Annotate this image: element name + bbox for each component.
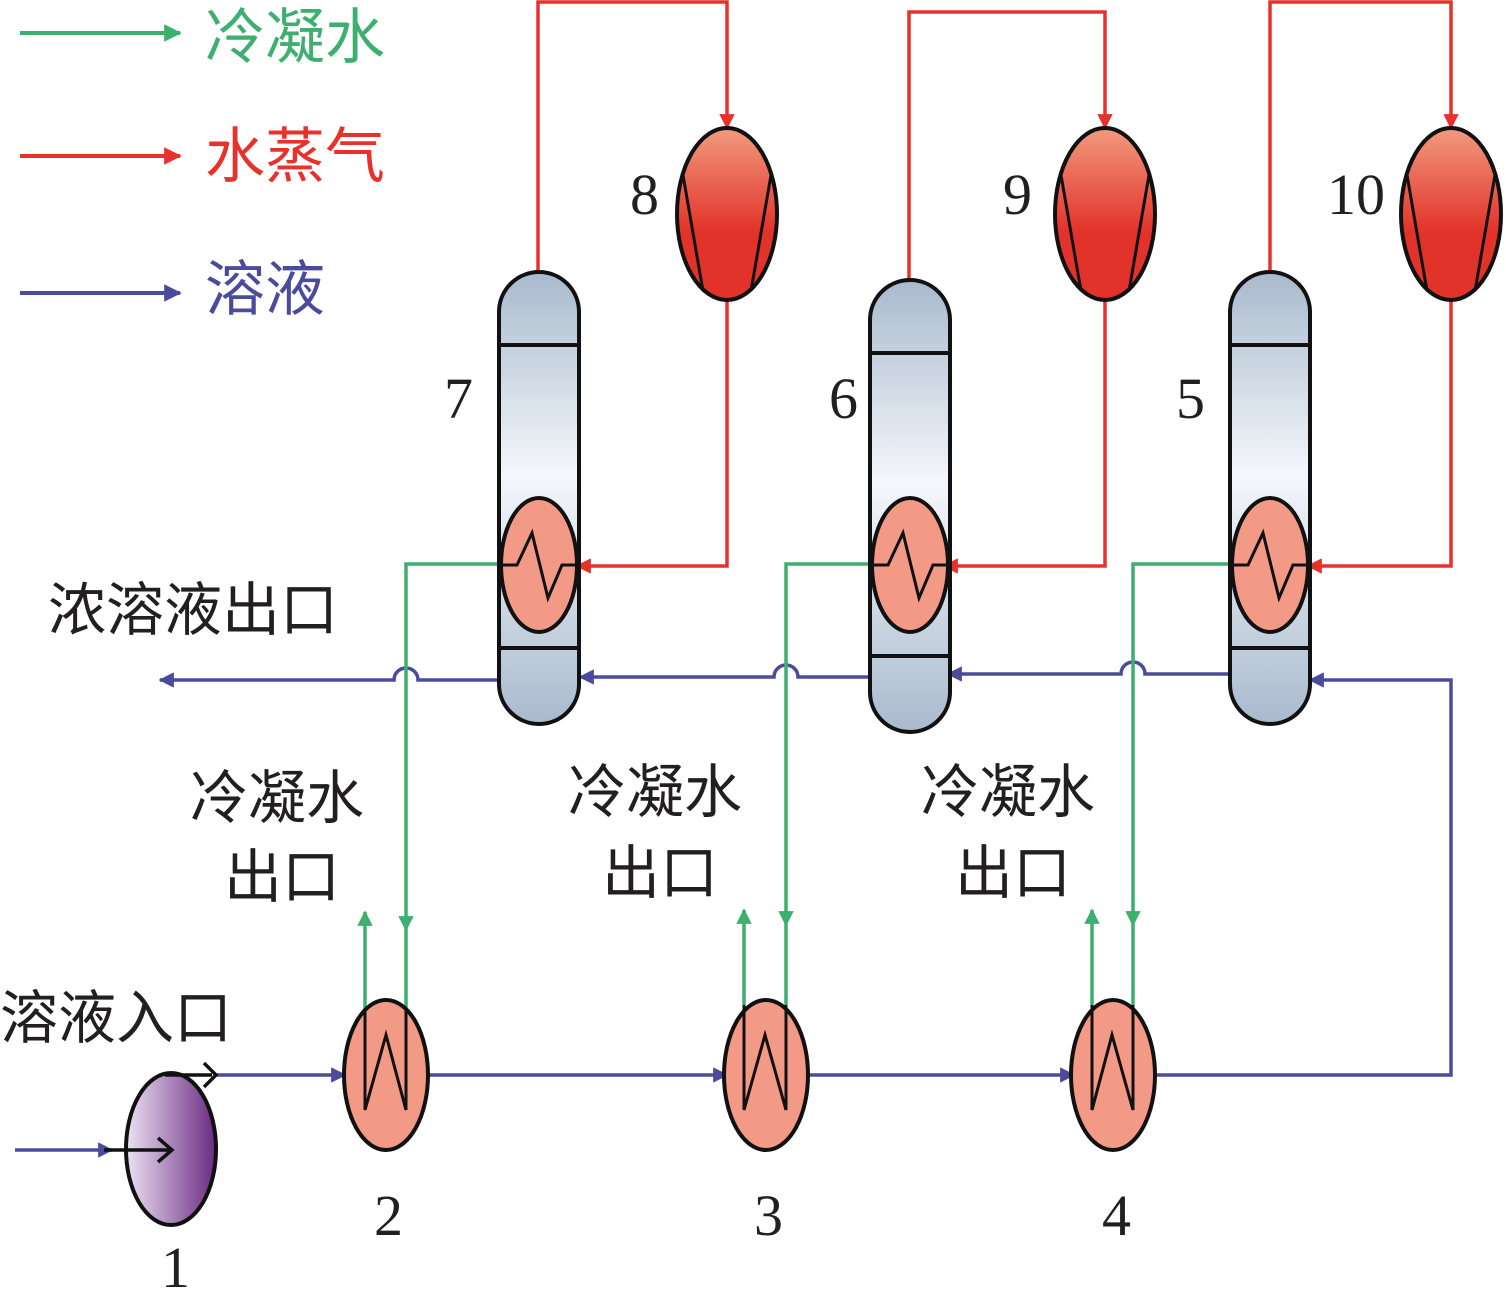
pump-1-outlet-arrowhead bbox=[202, 1061, 219, 1089]
equipment-numbers: 1 2 3 4 5 6 7 8 9 10 bbox=[161, 162, 1385, 1300]
preheater-4-body bbox=[1069, 998, 1157, 1152]
evaporator-5 bbox=[1228, 270, 1312, 726]
number-1: 1 bbox=[161, 1235, 190, 1300]
preheater-4 bbox=[1069, 998, 1157, 1152]
condensate-5-to-4 bbox=[1125, 562, 1230, 927]
steam-line-9-to-6 bbox=[942, 300, 1107, 574]
steam-line-7-to-8 bbox=[536, 0, 735, 272]
condensate-outlet-label-2-line2: 出口 bbox=[224, 843, 340, 911]
compressor-10 bbox=[1399, 126, 1503, 302]
number-6: 6 bbox=[829, 366, 858, 431]
solution-inlet-label: 溶液入口 bbox=[0, 984, 232, 1052]
number-2: 2 bbox=[374, 1183, 403, 1248]
condensate-outlet-label-2-line1: 冷凝水 bbox=[190, 764, 364, 832]
evaporator-5-heater-coil bbox=[1232, 528, 1308, 603]
evaporator-7-heater-coil bbox=[501, 528, 577, 603]
condensate-outlet-label-4-line2: 出口 bbox=[955, 839, 1071, 907]
solution-4-to-5 bbox=[1157, 672, 1453, 1077]
condensate-7-to-2 bbox=[398, 562, 499, 932]
compressor-9-body bbox=[1053, 126, 1157, 302]
solution-5-to-6 bbox=[946, 660, 1230, 682]
steam-lines bbox=[536, 0, 1459, 574]
evaporator-7 bbox=[497, 270, 581, 726]
steam-line-10-to-5 bbox=[1306, 300, 1453, 574]
compressor-9 bbox=[1053, 126, 1157, 302]
compressor-8 bbox=[675, 126, 779, 302]
compressor-8-blades bbox=[681, 174, 773, 292]
legend: 冷凝水 水蒸气 溶液 bbox=[20, 3, 385, 325]
preheater-4-coil bbox=[1090, 1005, 1135, 1111]
number-4: 4 bbox=[1102, 1183, 1131, 1248]
preheater-2 bbox=[342, 998, 430, 1152]
number-10: 10 bbox=[1327, 162, 1385, 227]
compressor-10-body bbox=[1399, 126, 1503, 302]
compressor-10-blades bbox=[1405, 174, 1497, 292]
number-3: 3 bbox=[754, 1183, 783, 1248]
legend-solution-label: 溶液 bbox=[205, 255, 325, 325]
legend-steam-label: 水蒸气 bbox=[205, 122, 385, 192]
preheater-2-body bbox=[342, 998, 430, 1152]
pump-1-inlet-arrowhead bbox=[156, 1136, 175, 1164]
legend-condensate-label: 冷凝水 bbox=[205, 3, 385, 73]
preheater-3-body bbox=[722, 998, 810, 1152]
condensate-6-to-3 bbox=[778, 562, 870, 927]
compressor-8-body bbox=[675, 126, 779, 302]
steam-line-5-to-10 bbox=[1268, 0, 1459, 272]
condensate-outlet-label-4-line1: 冷凝水 bbox=[921, 758, 1095, 826]
steam-line-8-to-7 bbox=[575, 300, 729, 574]
condensate-outlet-label-3-line2: 出口 bbox=[602, 839, 718, 907]
number-9: 9 bbox=[1003, 162, 1032, 227]
concentrate-outlet-label: 浓溶液出口 bbox=[48, 576, 338, 644]
evaporator-6 bbox=[868, 278, 952, 734]
solution-7-to-outlet bbox=[158, 666, 499, 688]
steam-line-6-to-9 bbox=[907, 10, 1113, 280]
pump-1 bbox=[104, 1061, 219, 1227]
condensate-lines bbox=[357, 562, 1230, 1008]
number-7: 7 bbox=[444, 366, 473, 431]
number-5: 5 bbox=[1176, 366, 1205, 431]
labels: 浓溶液出口 溶液入口 冷凝水 出口 冷凝水 出口 冷凝水 出口 bbox=[0, 576, 1095, 1052]
condensate-outlet-label-3-line1: 冷凝水 bbox=[568, 758, 742, 826]
preheater-2-coil bbox=[363, 1008, 408, 1111]
preheater-3-coil bbox=[742, 1005, 788, 1111]
evaporator-6-heater-coil bbox=[872, 528, 948, 603]
solution-6-to-7 bbox=[578, 663, 870, 685]
number-8: 8 bbox=[630, 162, 659, 227]
compressor-9-blades bbox=[1059, 174, 1151, 292]
preheater-3 bbox=[722, 998, 810, 1152]
